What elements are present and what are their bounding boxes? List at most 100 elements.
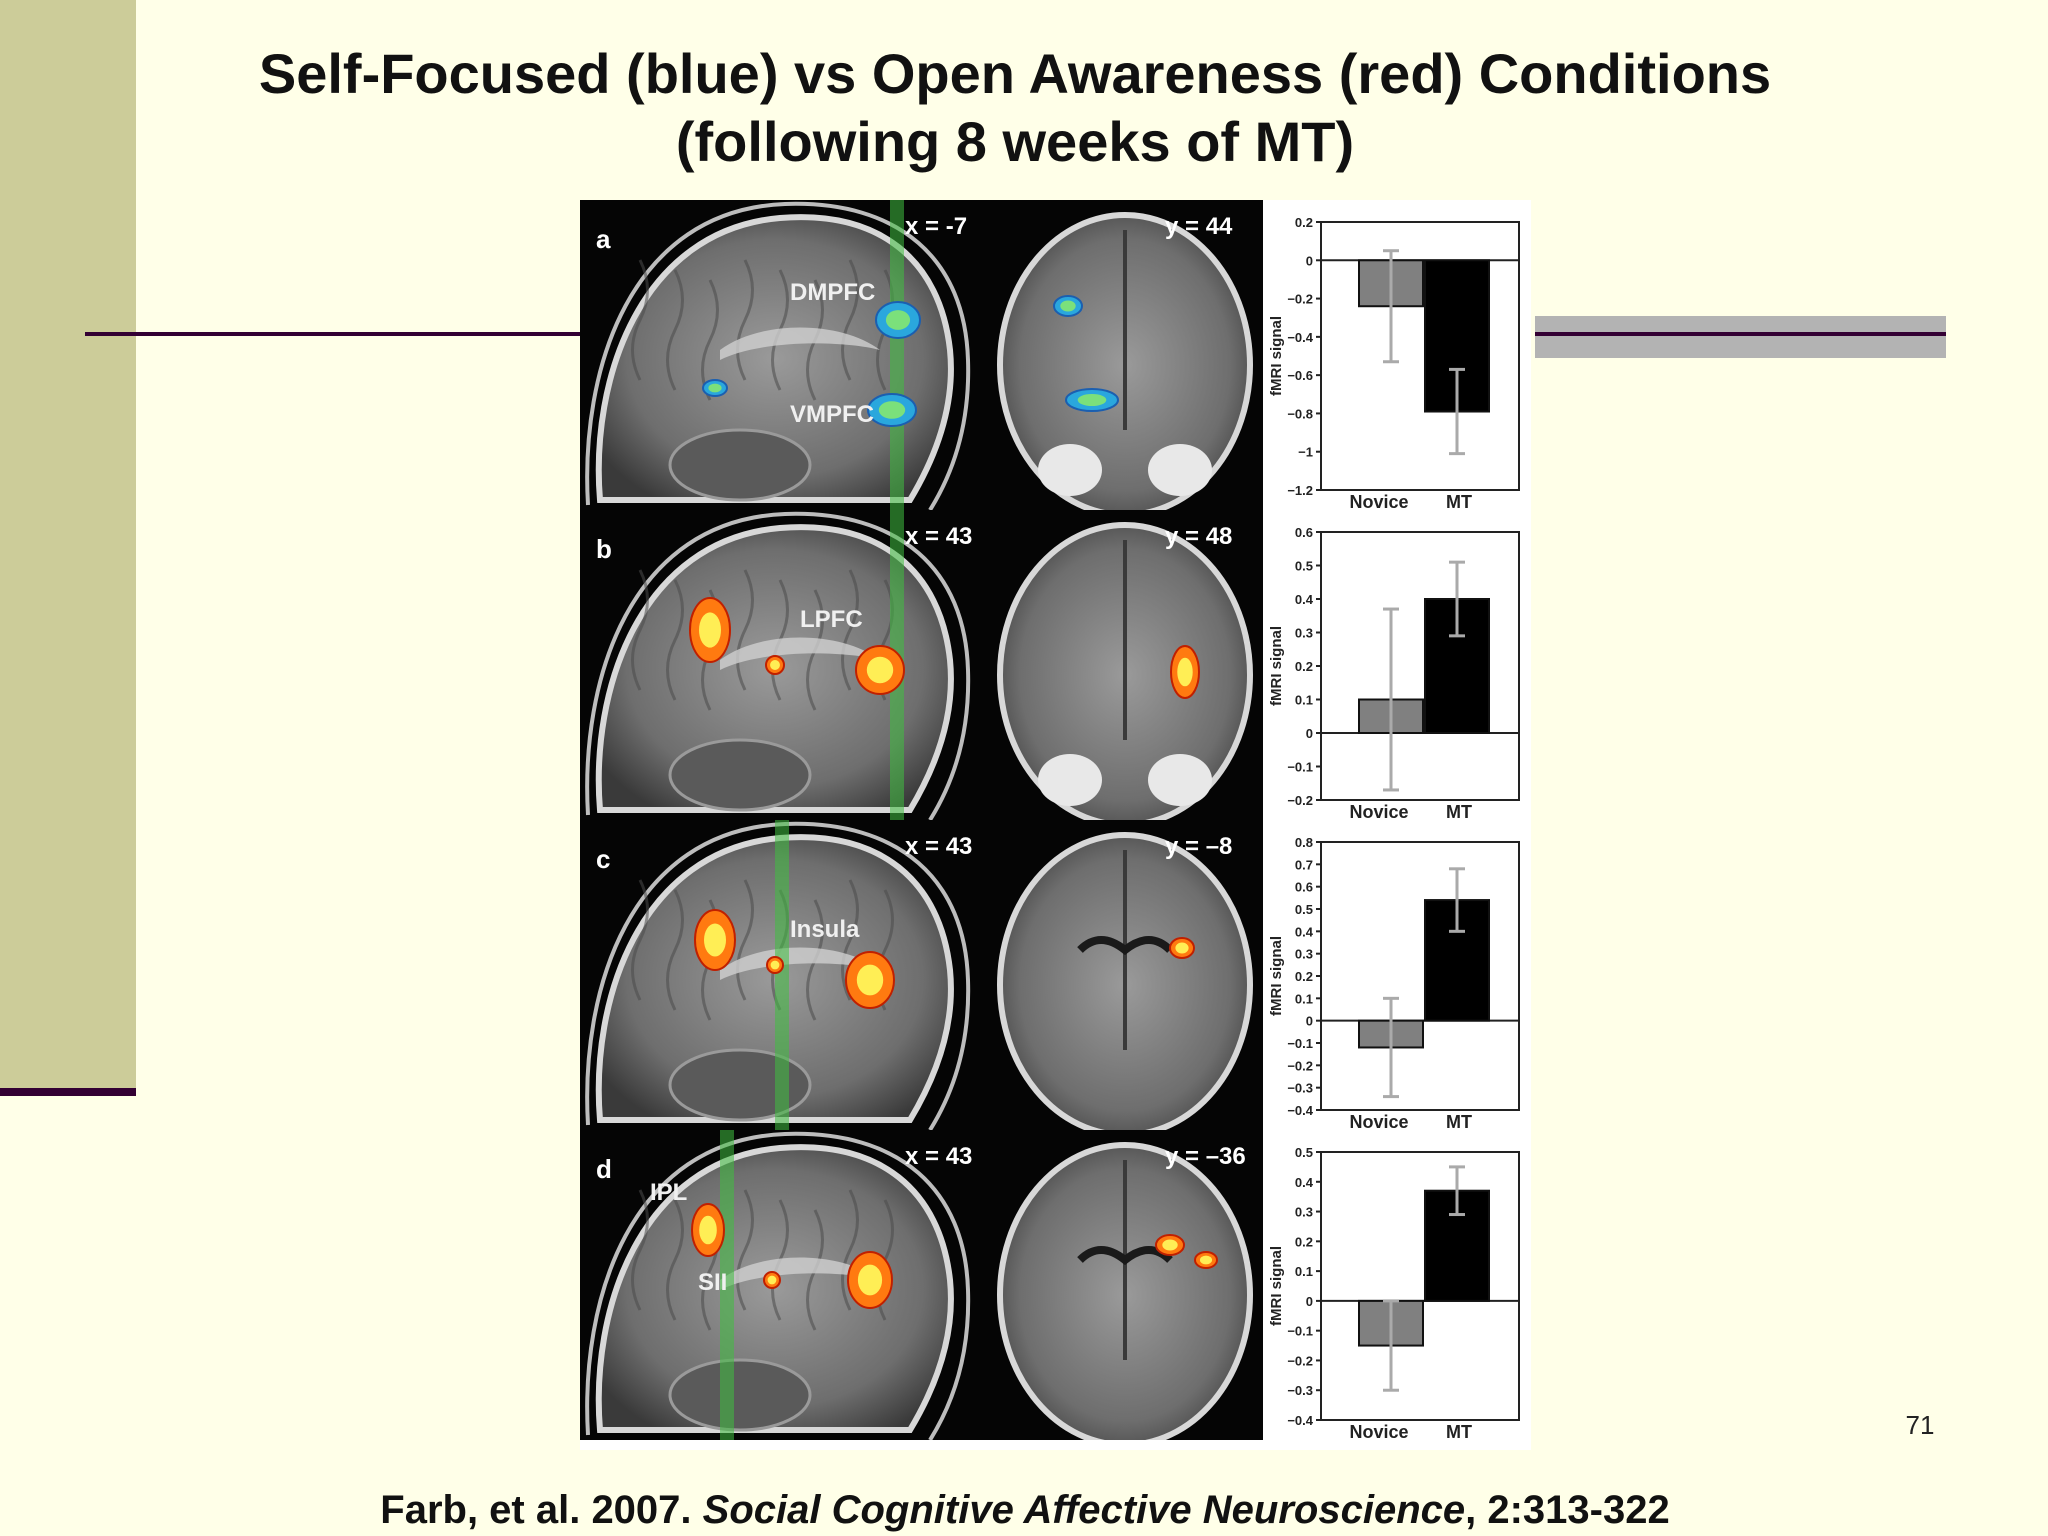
category-label: Novice <box>1349 492 1408 510</box>
y-tick-label: 0.2 <box>1295 969 1313 984</box>
activation-core-c <box>770 960 780 970</box>
y-tick-label: −0.1 <box>1287 1324 1313 1339</box>
y-tick-label: −0.3 <box>1287 1081 1313 1096</box>
sagittal-skull-a <box>585 201 971 510</box>
sagittal-sulcus-c <box>631 879 649 1001</box>
cerebellum-d <box>668 1358 812 1432</box>
x-coordinate-a: x = -7 <box>905 213 967 240</box>
y-tick-label: 0.6 <box>1295 880 1313 895</box>
sagittal-sulcus-c <box>736 879 754 1001</box>
y-tick-label: 0.2 <box>1295 659 1313 674</box>
citation-journal: Social Cognitive Affective Neuroscience <box>702 1488 1466 1532</box>
y-tick-label: 0.3 <box>1295 947 1313 962</box>
region-label-lpfc: LPFC <box>800 606 863 633</box>
corpus-callosum-c <box>720 947 880 980</box>
panel-letter-a: a <box>596 224 611 254</box>
sagittal-brain-d <box>595 1144 954 1433</box>
y-tick-label: −1.2 <box>1287 483 1313 498</box>
y-tick-label: 0 <box>1306 1294 1313 1309</box>
category-label: MT <box>1446 802 1472 820</box>
slice-indicator-c <box>775 820 789 1130</box>
y-tick-label: 0.5 <box>1295 559 1313 574</box>
citation-authors: Farb, et al. 2007. <box>380 1488 703 1532</box>
x-coordinate-d: x = 43 <box>905 1143 972 1170</box>
panel-letter-d: d <box>596 1154 612 1184</box>
y-tick-label: 0.5 <box>1295 1145 1313 1160</box>
category-label: Novice <box>1349 1112 1408 1130</box>
y-tick-label: −0.2 <box>1287 1058 1313 1073</box>
x-coordinate-b: x = 43 <box>905 523 972 550</box>
region-label-dmpfc: DMPFC <box>790 279 875 306</box>
y-tick-label: 0 <box>1306 726 1313 741</box>
corpus-callosum-a <box>720 327 880 360</box>
sagittal-sulcus-a <box>841 259 859 381</box>
sagittal-sulcus-b <box>736 569 754 691</box>
sagittal-sulcus-a <box>701 279 719 401</box>
activation-core-d <box>1162 1239 1178 1251</box>
y-coordinate-c: y = –8 <box>1165 833 1232 860</box>
sagittal-skull-b <box>585 511 971 820</box>
sagittal-brain-a <box>595 214 954 503</box>
y-tick-label: 0.7 <box>1295 857 1313 872</box>
category-label: Novice <box>1349 1422 1408 1440</box>
activation-core-c <box>704 923 726 957</box>
activation-core-b <box>1177 657 1193 687</box>
y-tick-label: −0.2 <box>1287 292 1313 307</box>
y-tick-label: 0 <box>1306 1014 1313 1029</box>
region-label-insula: Insula <box>790 916 860 943</box>
activation-core-c <box>1175 942 1189 954</box>
y-tick-label: 0.2 <box>1295 215 1313 230</box>
y-tick-label: 0.1 <box>1295 991 1313 1006</box>
y-tick-label: 0.1 <box>1295 1264 1313 1279</box>
sidebar-band <box>0 0 136 1090</box>
sagittal-sulcus-b <box>666 579 684 701</box>
activation-core-d <box>1199 1255 1213 1265</box>
citation-pages: , 2:313-322 <box>1465 1488 1670 1532</box>
region-label-sii: SII <box>698 1269 727 1296</box>
sagittal-sulcus-b <box>841 569 859 691</box>
sagittal-sulcus-d <box>631 1189 649 1311</box>
y-tick-label: 0.2 <box>1295 1234 1313 1249</box>
y-coordinate-a: y = 44 <box>1165 213 1233 240</box>
y-tick-label: −1 <box>1298 445 1313 460</box>
y-tick-label: 0.5 <box>1295 902 1313 917</box>
title-line-1: Self-Focused (blue) vs Open Awareness (r… <box>258 42 1772 105</box>
y-axis-label: fMRI signal <box>1268 936 1285 1016</box>
sagittal-sulcus-a <box>631 259 649 381</box>
y-axis-label: fMRI signal <box>1268 316 1285 396</box>
eye-socket-left-a <box>1038 444 1102 496</box>
panel-letter-c: c <box>596 844 610 874</box>
activation-core-a <box>1077 393 1107 407</box>
activation-core-b <box>770 660 780 670</box>
eye-socket-left-b <box>1038 754 1102 806</box>
sagittal-sulcus-d <box>666 1199 684 1321</box>
activation-core-d <box>699 1215 717 1245</box>
title-rule-right <box>1535 332 1946 336</box>
sagittal-sulcus-b <box>631 569 649 691</box>
ventricles-d <box>1077 1246 1173 1266</box>
sagittal-sulcus-d <box>841 1189 859 1311</box>
activation-core-d <box>767 1275 777 1285</box>
plot-frame <box>1320 1151 1520 1421</box>
y-axis-label: fMRI signal <box>1268 626 1285 706</box>
y-tick-label: 0.3 <box>1295 1205 1313 1220</box>
y-tick-label: 0.1 <box>1295 693 1313 708</box>
activation-core-b <box>699 612 721 648</box>
y-tick-label: −0.4 <box>1287 1413 1313 1428</box>
title-rule-right-band <box>1535 316 1946 358</box>
eye-socket-right-a <box>1148 444 1212 496</box>
